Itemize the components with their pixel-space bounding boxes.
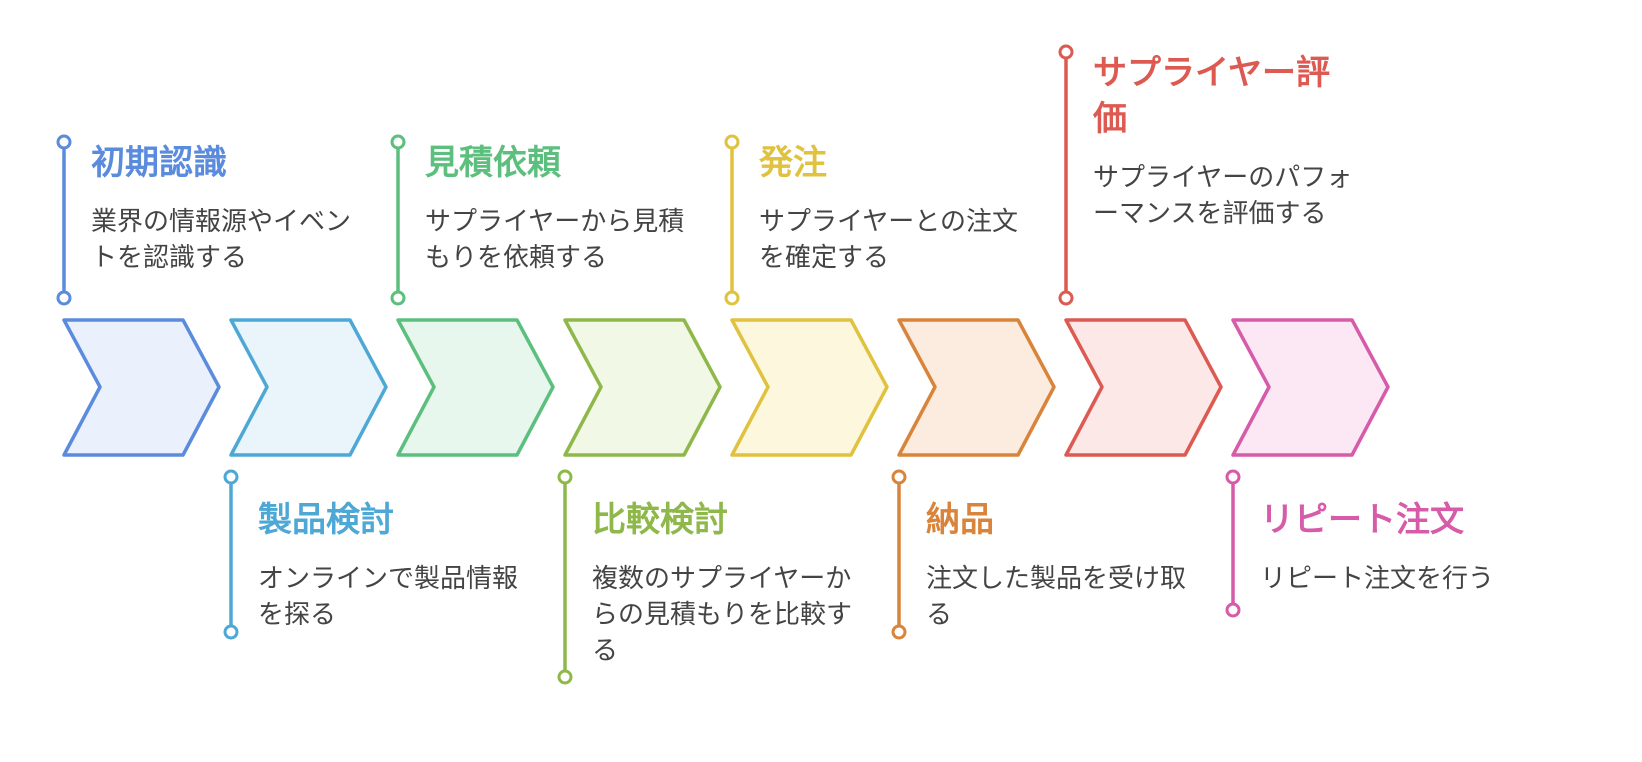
- chevron-2: [396, 318, 555, 457]
- step-7: [1225, 318, 1390, 618]
- connector-dot-2-1: [390, 290, 406, 306]
- chevron-3: [563, 318, 722, 457]
- step-description: リピート注文を行う: [1260, 564, 1495, 594]
- chevron-7: [1231, 318, 1390, 457]
- step-text-4: 発注 サプライヤーとの注文を確定する: [759, 140, 1024, 276]
- step-3: [557, 318, 722, 685]
- step-description: サプライヤーから見積もりを依頼する: [425, 207, 685, 273]
- step-1: [223, 318, 388, 640]
- connector-dot-0-0: [56, 134, 72, 150]
- connector-dot-3-1: [557, 669, 573, 685]
- step-0: [56, 134, 221, 457]
- step-text-6: サプライヤー評価 サプライヤーのパフォーマンスを評価する: [1093, 50, 1358, 232]
- step-title: 見積依頼: [425, 143, 561, 183]
- chevron-1: [229, 318, 388, 457]
- connector-dot-4-1: [724, 290, 740, 306]
- chevron-5: [897, 318, 1056, 457]
- connector-dot-1-0: [223, 469, 239, 485]
- step-description: サプライヤーとの注文を確定する: [759, 207, 1018, 273]
- step-description: オンラインで製品情報を探る: [258, 564, 519, 630]
- step-5: [891, 318, 1056, 640]
- step-title: 納品: [926, 500, 994, 540]
- connector-dot-3-0: [557, 469, 573, 485]
- connector-dot-6-1: [1058, 290, 1074, 306]
- step-title: リピート注文: [1260, 500, 1464, 540]
- chevron-0: [62, 318, 221, 457]
- step-2: [390, 134, 555, 457]
- connector-dot-7-0: [1225, 469, 1241, 485]
- step-description: 注文した製品を受け取る: [926, 564, 1187, 630]
- connector-dot-4-0: [724, 134, 740, 150]
- chevron-6: [1064, 318, 1223, 457]
- chevron-4: [730, 318, 889, 457]
- step-text-5: 納品 注文した製品を受け取る: [926, 497, 1191, 633]
- connector-dot-0-1: [56, 290, 72, 306]
- step-text-7: リピート注文 リピート注文を行う: [1260, 497, 1550, 597]
- step-text-3: 比較検討 複数のサプライヤーからの見積もりを比較する: [592, 497, 857, 669]
- connector-dot-5-1: [891, 624, 907, 640]
- step-6: [1058, 44, 1223, 457]
- step-text-0: 初期認識 業界の情報源やイベントを認識する: [91, 140, 356, 276]
- step-title: 比較検討: [592, 500, 728, 540]
- connector-dot-1-1: [223, 624, 239, 640]
- step-title: 発注: [759, 143, 827, 183]
- step-title: サプライヤー評価: [1093, 53, 1330, 139]
- connector-dot-7-1: [1225, 602, 1241, 618]
- step-description: 業界の情報源やイベントを認識する: [91, 207, 352, 273]
- step-text-1: 製品検討 オンラインで製品情報を探る: [258, 497, 523, 633]
- connector-dot-5-0: [891, 469, 907, 485]
- step-title: 製品検討: [258, 500, 394, 540]
- step-title: 初期認識: [91, 143, 227, 183]
- connector-dot-2-0: [390, 134, 406, 150]
- step-description: 複数のサプライヤーからの見積もりを比較する: [592, 564, 853, 666]
- connector-dot-6-0: [1058, 44, 1074, 60]
- step-text-2: 見積依頼 サプライヤーから見積もりを依頼する: [425, 140, 690, 276]
- step-description: サプライヤーのパフォーマンスを評価する: [1093, 163, 1353, 229]
- step-4: [724, 134, 889, 457]
